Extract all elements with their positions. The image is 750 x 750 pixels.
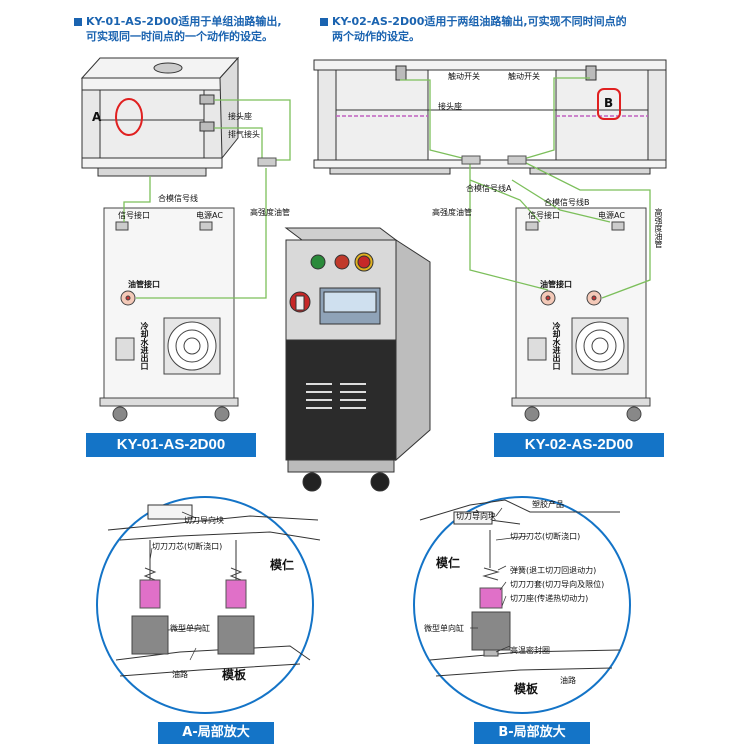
square-icon [320,18,328,26]
left-model-label: KY-01-AS-2D00 [86,433,256,457]
detail-a-oil-label: 油路 [172,670,188,679]
detail-b-sleeve-label: 切刀刀套(切刀导向及限位) [510,580,605,589]
right-hose-vertical-label: 高强度油管 [654,208,663,248]
detail-b-oil-label: 油路 [560,676,576,685]
right-machine [511,207,651,422]
left-signal-line-label: 合模信号线 [158,194,198,203]
tee-connectors [257,155,527,167]
detail-a-art [96,496,321,714]
right-cooling-label: 冷却水进出口 [552,322,561,370]
right-joint-label: 接头座 [438,102,462,111]
left-air-label: 排气接头 [228,130,260,139]
detail-a-plate-label: 模板 [222,668,247,682]
marker-a: A [92,110,102,124]
right-cables [400,77,651,299]
left-cables [123,99,291,299]
detail-a-core-label: 模仁 [270,558,295,572]
right-switch2-label: 触动开关 [508,72,540,81]
square-icon [74,18,82,26]
right-mold [313,59,667,175]
right-signal-b-label: 合模信号线B [544,198,590,207]
left-oil-port-label: 油管接口 [128,280,160,289]
right-hose-label: 高强度油管 [432,208,472,217]
left-header-line2: 可实现同一时间点的一个动作的设定。 [86,30,273,43]
right-power-label: 电源AC [598,211,625,220]
left-hose-label: 高强度油管 [250,208,290,217]
detail-a-cutter-label: 切刀刀芯(切断浇口) [152,542,223,551]
marker-b-box [597,88,621,120]
detail-b-art [413,496,631,714]
detail-b-seal-label: 高温密封圈 [510,646,550,655]
right-model-label: KY-02-AS-2D00 [494,433,664,457]
detail-b-cylinder-label: 微型单向缸 [424,624,464,633]
detail-b-product-label: 塑胶产品 [532,500,564,509]
right-oil-port-label: 油管接口 [540,280,572,289]
right-header-line1: KY-02-AS-2D00适用于两组油路输出,可实现不同时间点的 [332,15,627,28]
left-header-line1: KY-01-AS-2D00适用于单组油路输出, [86,15,282,28]
left-machine [99,207,239,422]
marker-b: B [604,96,614,110]
leader-lines [149,507,529,661]
right-signal-port-label: 信号接口 [528,211,560,220]
cabinet-vents [306,383,366,409]
right-signal-a-label: 合模信号线A [466,184,512,193]
detail-b-cutter-label: 切刀刀芯(切断浇口) [510,532,581,541]
detail-b-plate-label: 模板 [514,682,539,696]
detail-b-guide-label: 切刀导向块 [456,512,496,521]
marker-a-circle [115,98,143,136]
detail-b-seat-label: 切刀座(传递热切动力) [510,594,589,603]
detail-b-tag: B-局部放大 [474,722,590,744]
right-switch1-label: 触动开关 [448,72,480,81]
left-joint-label: 接头座 [228,112,252,121]
detail-a-guide-label: 切刀导向块 [184,516,224,525]
detail-b-core-label: 模仁 [436,556,461,570]
left-mold [80,56,240,177]
left-header: KY-01-AS-2D00适用于单组油路输出, 可实现同一时间点的一个动作的设定… [74,14,282,44]
detail-a-cylinder-label: 微型单向缸 [170,624,210,633]
left-power-label: 电源AC [196,211,223,220]
left-signal-port-label: 信号接口 [118,211,150,220]
detail-b-spring-label: 弹簧(退工切刀回退动力) [510,566,597,575]
right-header: KY-02-AS-2D00适用于两组油路输出,可实现不同时间点的 两个动作的设定… [320,14,627,44]
center-cabinet [284,227,431,492]
left-cooling-label: 冷却水进出口 [140,322,149,370]
right-header-line2: 两个动作的设定。 [332,30,420,43]
detail-a-tag: A-局部放大 [158,722,274,744]
